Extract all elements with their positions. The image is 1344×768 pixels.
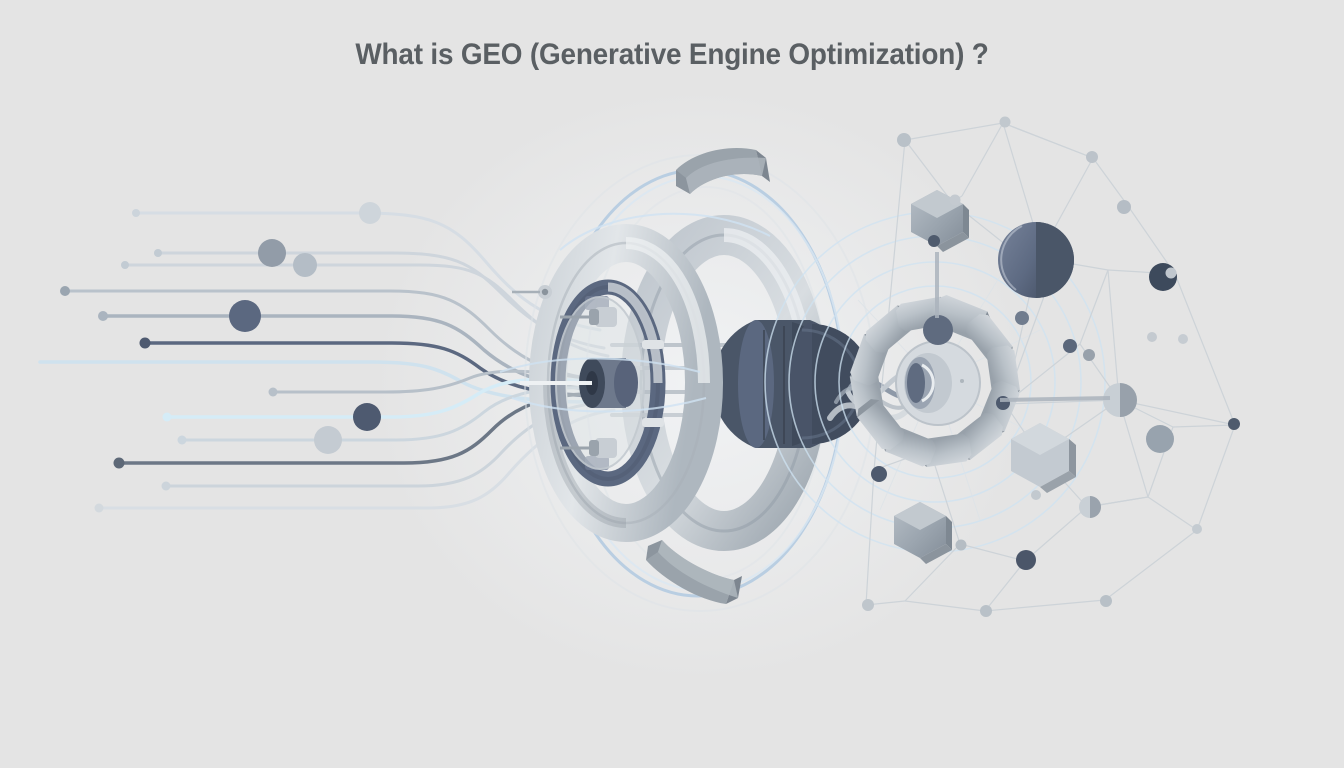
drive-drum: [712, 320, 872, 448]
node-navy-8: [1228, 418, 1240, 430]
node-large-dark: [998, 222, 1074, 298]
node-light-2: [1165, 267, 1177, 279]
page-title: What is GEO (Generative Engine Optimizat…: [355, 38, 989, 71]
node-light-5: [897, 133, 911, 147]
node-light-9: [1100, 595, 1112, 607]
node-network: [764, 116, 1240, 617]
node-navy-5: [1063, 339, 1077, 353]
rotor-arms: [935, 252, 1111, 402]
node-rotor-satellite: [923, 315, 953, 345]
node-split-gray: [1103, 383, 1137, 417]
circuit-line-nodes: [229, 202, 381, 454]
node-split-small: [1079, 496, 1101, 518]
hex-nodes: [894, 190, 1076, 564]
node-light-1: [1117, 200, 1131, 214]
node-light-11: [862, 599, 874, 611]
node-light-4: [999, 116, 1011, 128]
node-light-10: [980, 605, 992, 617]
node-light-14: [1192, 524, 1202, 534]
engine-core: [499, 148, 876, 612]
circuit-line-end-caps: [60, 209, 278, 513]
node-gray-1: [1146, 425, 1174, 453]
node-light-13: [955, 539, 967, 551]
node-navy-6: [1015, 311, 1029, 325]
node-light-3: [1086, 151, 1098, 163]
core-filaments: [499, 212, 771, 413]
node-navy-2: [1016, 550, 1036, 570]
orbit-block-top: [676, 148, 770, 194]
node-light-12: [1031, 490, 1041, 500]
orbit-block-bottom: [646, 540, 742, 604]
node-navy-3: [871, 466, 887, 482]
node-light-8: [1178, 334, 1188, 344]
network-nodes: [862, 116, 1240, 617]
node-light-6: [949, 194, 961, 206]
node-gray-2: [1083, 349, 1095, 361]
rotor-segments: [849, 294, 1020, 467]
rotor-hub: [895, 340, 981, 426]
central-hub: [520, 358, 638, 408]
node-navy-7: [928, 235, 940, 247]
hub-connector-bolts: [512, 285, 617, 458]
node-light-7: [1147, 332, 1157, 342]
